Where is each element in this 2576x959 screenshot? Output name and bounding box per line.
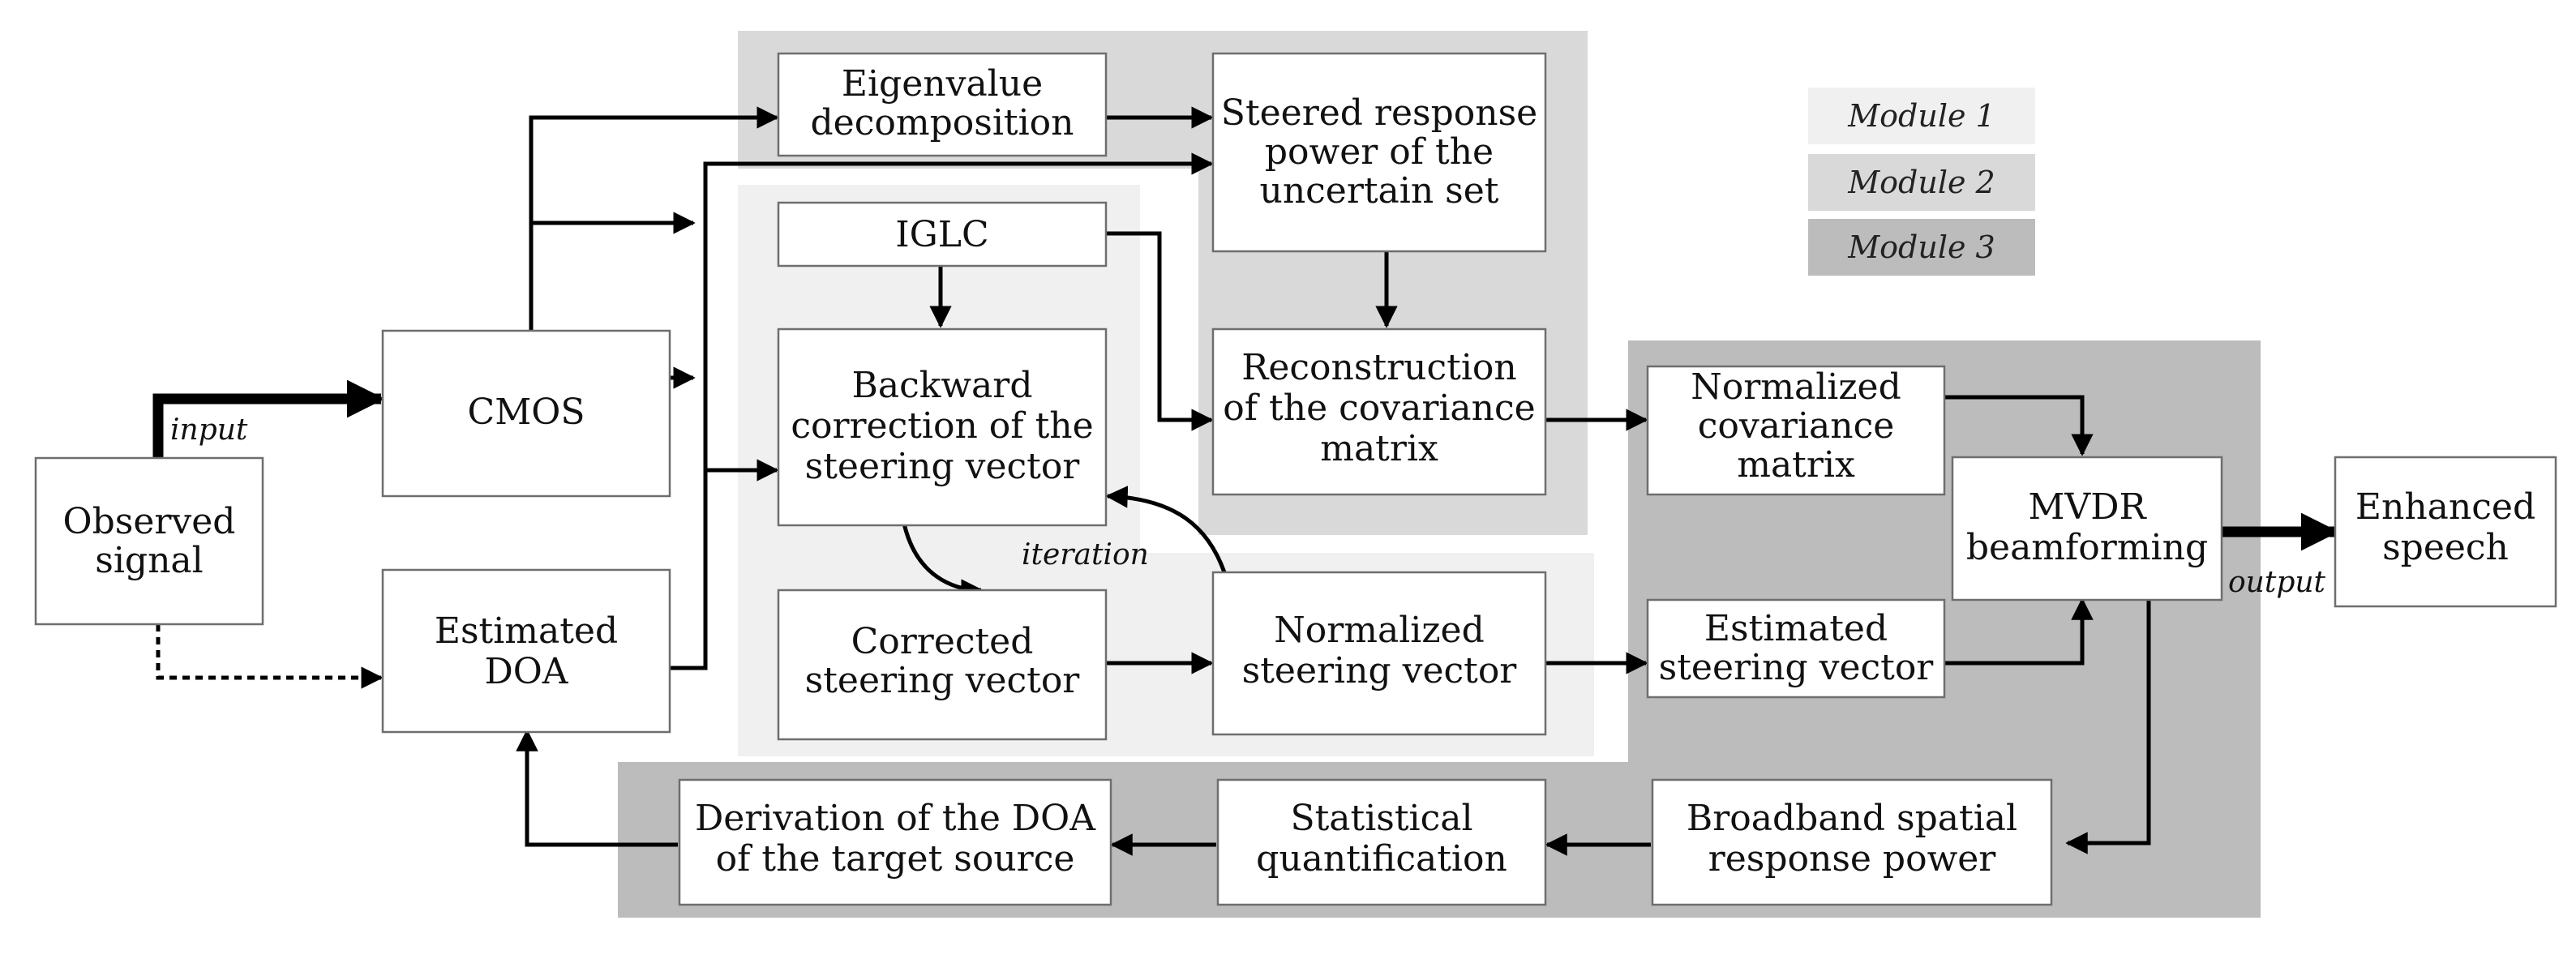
iteration-feedback-curve xyxy=(1105,486,1227,573)
cmos-to-eigen-arrow xyxy=(529,106,779,331)
node-steered-response-power: Steered response power of the uncertain … xyxy=(1211,52,1547,253)
broadband-line-1: Broadband spatial xyxy=(1687,798,2017,839)
statistical-line-2: quantification xyxy=(1256,838,1507,880)
estimated-steering-line-1: Estimated xyxy=(1704,608,1888,649)
derivation-to-doa-arrow xyxy=(516,729,678,847)
nodes: Observed signal CMOS Estimated DOA Eigen… xyxy=(34,52,2557,906)
normalized-covariance-line-1: Normalized xyxy=(1691,366,1901,408)
reconstruction-line-2: of the covariance xyxy=(1223,387,1535,429)
node-eigenvalue-decomposition: Eigenvalue decomposition xyxy=(777,52,1108,157)
enhanced-speech-line-1: Enhanced xyxy=(2355,486,2535,528)
iglc-to-reconstruction-arrow xyxy=(1104,231,1214,431)
node-derivation-doa: Derivation of the DOA of the target sour… xyxy=(678,778,1112,906)
estimated-doa-line-2: DOA xyxy=(484,651,568,692)
corrected-line-2: steering vector xyxy=(805,660,1081,701)
node-statistical-quantification: Statistical quantification xyxy=(1216,778,1547,906)
node-enhanced-speech: Enhanced speech xyxy=(2334,456,2557,608)
enhanced-speech-line-2: speech xyxy=(2382,527,2509,568)
derivation-line-2: of the target source xyxy=(716,838,1075,880)
mvdr-line-1: MVDR xyxy=(2028,486,2147,528)
reconstruction-line-1: Reconstruction xyxy=(1241,347,1517,388)
observed-to-doa-arrow xyxy=(156,624,384,689)
normalized-steering-line-2: steering vector xyxy=(1242,650,1518,691)
input-arrow xyxy=(152,379,385,458)
reconstruction-line-3: matrix xyxy=(1320,428,1438,469)
legend: Module 1 Module 2 Module 3 xyxy=(1808,88,2035,276)
legend-swatch-module1 xyxy=(1808,88,2035,144)
node-broadband-spatial-response-power: Broadband spatial response power xyxy=(1651,778,2053,906)
legend-label-module1: Module 1 xyxy=(1847,98,1995,134)
normalized-covariance-line-2: covariance xyxy=(1698,405,1895,447)
estimated-steering-line-2: steering vector xyxy=(1659,647,1935,688)
legend-label-module2: Module 2 xyxy=(1847,165,1995,200)
node-mvdr-beamforming: MVDR beamforming xyxy=(1951,456,2223,602)
node-estimated-doa: Estimated DOA xyxy=(381,568,671,734)
input-label: input xyxy=(170,413,248,447)
legend-label-module3: Module 3 xyxy=(1847,229,1995,265)
mvdr-to-broadband-arrow xyxy=(2065,600,2151,854)
observed-signal-line-1: Observed xyxy=(63,501,236,542)
steered-response-line-1: Steered response xyxy=(1221,92,1537,134)
node-observed-signal: Observed signal xyxy=(34,456,264,626)
eigenvalue-line-2: decomposition xyxy=(811,102,1074,143)
doa-to-steered-arrow xyxy=(669,152,1214,670)
node-cmos: CMOS xyxy=(381,329,671,498)
covariance-to-mvdr-arrow xyxy=(1943,395,2094,456)
backward-line-1: Backward xyxy=(852,365,1033,406)
node-backward-correction: Backward correction of the steering vect… xyxy=(777,328,1108,527)
corrected-line-1: Corrected xyxy=(851,621,1034,662)
connectors xyxy=(152,106,2339,856)
normalized-steering-line-1: Normalized xyxy=(1274,610,1485,651)
legend-swatch-module2 xyxy=(1808,154,2035,211)
normalized-covariance-line-3: matrix xyxy=(1737,444,1855,486)
node-normalized-covariance-matrix: Normalized covariance matrix xyxy=(1646,365,1946,496)
iglc-label: IGLC xyxy=(895,214,988,255)
broadband-line-2: response power xyxy=(1708,838,1997,880)
node-estimated-steering-vector: Estimated steering vector xyxy=(1646,598,1946,699)
steered-response-line-3: uncertain set xyxy=(1259,170,1498,212)
mvdr-line-2: beamforming xyxy=(1966,527,2208,568)
backward-line-2: correction of the xyxy=(791,405,1093,447)
node-reconstruction-covariance: Reconstruction of the covariance matrix xyxy=(1211,328,1547,496)
node-corrected-steering-vector: Corrected steering vector xyxy=(777,589,1108,741)
derivation-line-1: Derivation of the DOA xyxy=(695,798,1096,839)
statistical-line-1: Statistical xyxy=(1290,798,1472,839)
legend-swatch-module3 xyxy=(1808,219,2035,276)
observed-signal-line-2: signal xyxy=(95,540,203,581)
output-label: output xyxy=(2228,566,2326,599)
eigenvalue-line-1: Eigenvalue xyxy=(842,63,1043,105)
node-normalized-steering-vector: Normalized steering vector xyxy=(1211,571,1547,736)
estimated-to-mvdr-arrow xyxy=(1943,597,2094,666)
estimated-doa-line-1: Estimated xyxy=(435,610,618,652)
backward-line-3: steering vector xyxy=(805,446,1081,487)
steered-response-line-2: power of the xyxy=(1265,131,1494,173)
iteration-label: iteration xyxy=(1022,538,1149,572)
node-iglc: IGLC xyxy=(777,201,1108,268)
cmos-label: CMOS xyxy=(468,392,585,433)
